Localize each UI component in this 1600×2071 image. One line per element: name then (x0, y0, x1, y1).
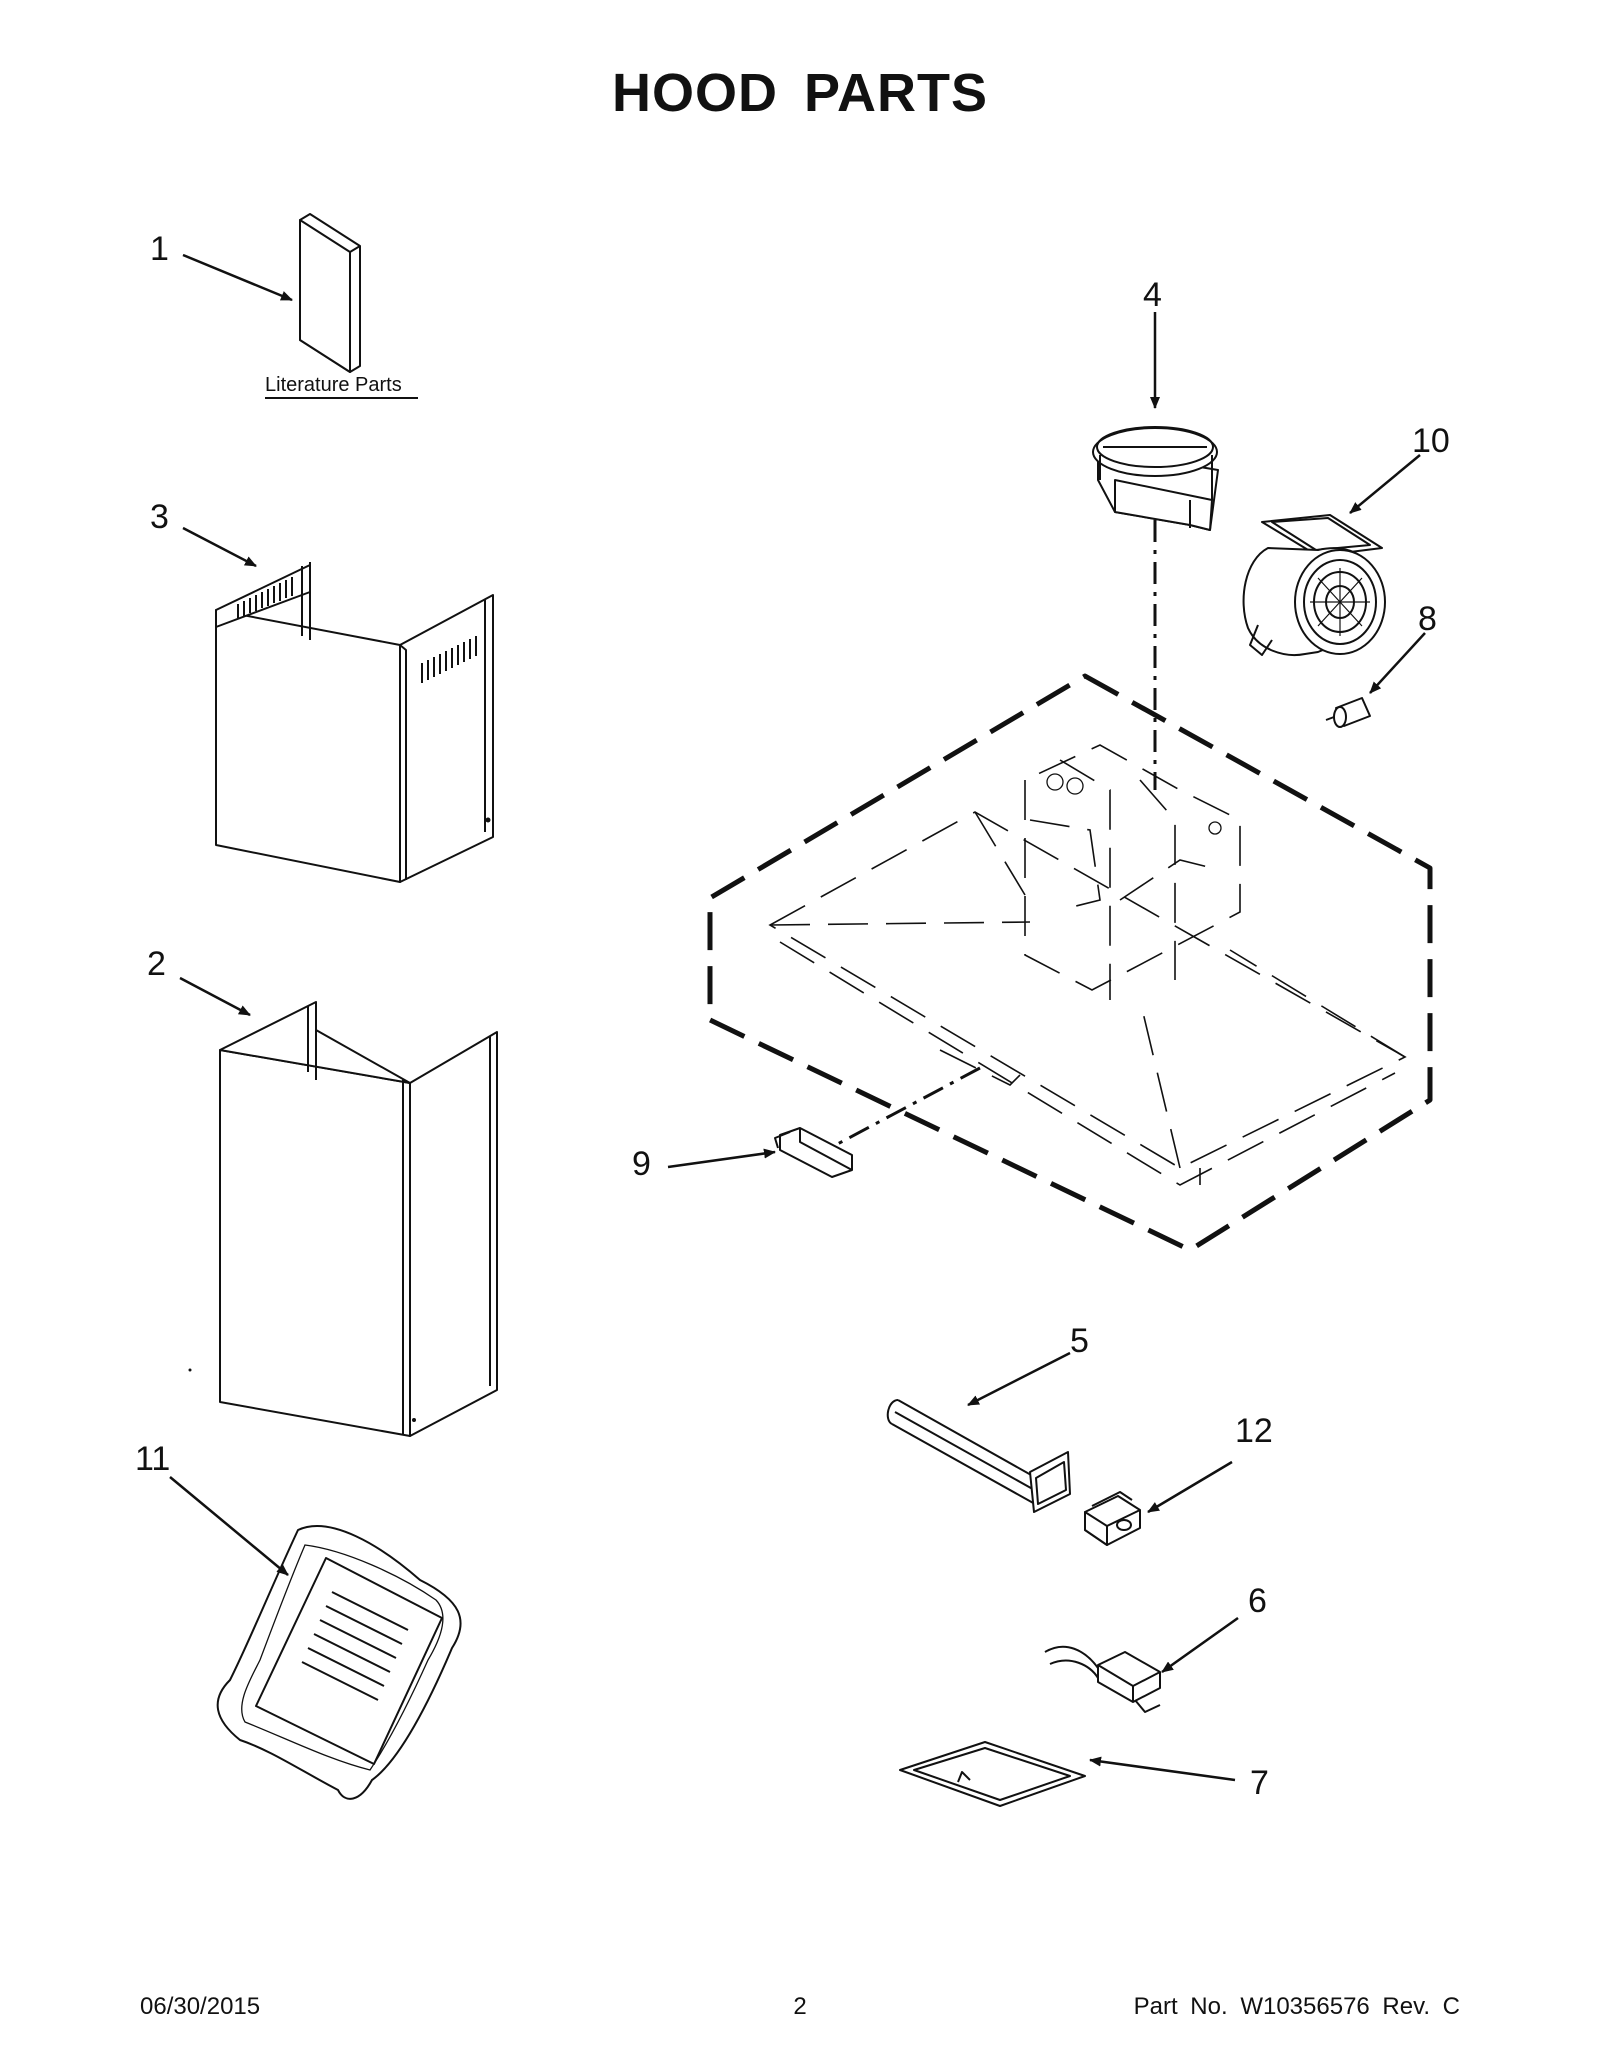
leader-9 (667, 1148, 776, 1169)
callout-3: 3 (150, 498, 169, 536)
part-1-literature-booklet (299, 213, 361, 373)
leader-5 (967, 1351, 1071, 1407)
callout-11: 11 (135, 1440, 170, 1478)
leader-1 (182, 253, 293, 302)
page-title: HOOD PARTS (611, 63, 988, 123)
part-5-light-tubes (886, 1399, 1071, 1513)
part-6-switch-harness (1044, 1645, 1161, 1713)
leader-12 (1147, 1460, 1233, 1514)
callout-10: 10 (1412, 422, 1450, 460)
part-2-lower-duct-cover (188, 1001, 498, 1437)
leader-10 (1349, 454, 1421, 514)
literature-parts-label: Literature Parts (265, 374, 402, 396)
leader-2 (179, 976, 251, 1017)
callout-8: 8 (1418, 600, 1437, 638)
hood-body-phantom-outline (707, 673, 1433, 1253)
part-8-capacitor (1325, 697, 1371, 728)
callout-9: 9 (632, 1145, 651, 1183)
callout-12: 12 (1235, 1412, 1273, 1450)
footer-page-number: 2 (793, 1993, 807, 2020)
callout-4: 4 (1143, 276, 1162, 314)
leader-8 (1369, 632, 1426, 694)
part-11-installation-sheet (216, 1525, 462, 1800)
part-3-upper-duct-cover (215, 562, 494, 883)
part-12-light-module (1084, 1491, 1141, 1546)
part-7-grease-filter (899, 1741, 1086, 1807)
callout-5: 5 (1070, 1322, 1089, 1360)
footer-part-number: Part No. W10356576 Rev. C (1133, 1993, 1460, 2020)
callout-2: 2 (147, 945, 166, 983)
footer-date: 06/30/2015 (140, 1993, 261, 2020)
part-9-switch-control (774, 1127, 853, 1178)
leader-11 (169, 1476, 289, 1576)
part-4-damper-transition (1092, 426, 1219, 531)
leader-6 (1161, 1616, 1239, 1674)
callout-7: 7 (1250, 1764, 1269, 1802)
callout-1: 1 (150, 230, 169, 268)
leader-3 (182, 526, 257, 568)
centerline-9 (829, 1066, 981, 1150)
leader-7 (1089, 1756, 1236, 1782)
part-10-blower-assembly (1242, 514, 1386, 656)
callout-6: 6 (1248, 1582, 1267, 1620)
